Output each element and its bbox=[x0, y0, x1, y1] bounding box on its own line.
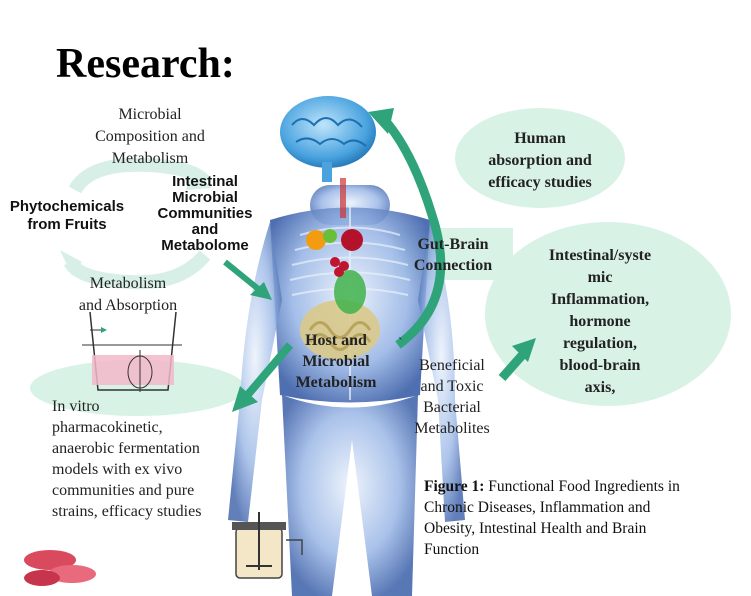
caption-line-1: Functional Food Ingredients in bbox=[484, 478, 680, 495]
caption-line-2: Chronic Diseases, Inflammation and bbox=[424, 499, 651, 516]
figure-caption: Figure 1: Functional Food Ingredients in… bbox=[424, 476, 746, 560]
intestinal-communities-label: Intestinal Microbial Communities and Met… bbox=[157, 173, 253, 254]
caption-line-4: Function bbox=[424, 541, 480, 558]
fermentation-model-illustration bbox=[82, 311, 182, 392]
caption-line-3: Obesity, Intestinal Health and Brain bbox=[424, 520, 647, 537]
in-vitro-label: In vitro pharmacokinetic, anaerobic ferm… bbox=[52, 398, 202, 520]
human-absorption-bubble bbox=[455, 108, 625, 208]
microbial-composition-label: Microbial Composition and Metabolism bbox=[95, 106, 205, 167]
beneficial-mark: ` bbox=[398, 336, 403, 351]
inflammation-bubble bbox=[485, 222, 731, 406]
human-body-figure bbox=[228, 178, 465, 596]
page-title: Research: bbox=[56, 41, 235, 87]
human-absorption-label: Human absorption and efficacy studies bbox=[488, 130, 592, 191]
flow-arrows bbox=[223, 108, 536, 412]
caption-prefix: Figure 1: bbox=[424, 478, 485, 495]
inflammation-label: Intestinal/syste mic Inflammation, hormo… bbox=[548, 247, 652, 396]
gut-brain-label: Gut-Brain Connection bbox=[413, 236, 493, 274]
cycle-arrows bbox=[60, 157, 212, 290]
fruits-illustration bbox=[306, 229, 363, 277]
brain-illustration bbox=[280, 96, 376, 182]
phytochemicals-label: Phytochemicals from Fruits bbox=[9, 198, 125, 233]
cell-culture-illustration bbox=[24, 550, 96, 586]
beneficial-toxic-label: Beneficial and Toxic Bacterial Metabolit… bbox=[414, 357, 490, 437]
bioreactor-illustration bbox=[232, 512, 303, 579]
host-microbial-label: Host and Microbial Metabolism bbox=[295, 332, 377, 391]
metabolism-absorption-label: Metabolism and Absorption bbox=[78, 275, 178, 314]
